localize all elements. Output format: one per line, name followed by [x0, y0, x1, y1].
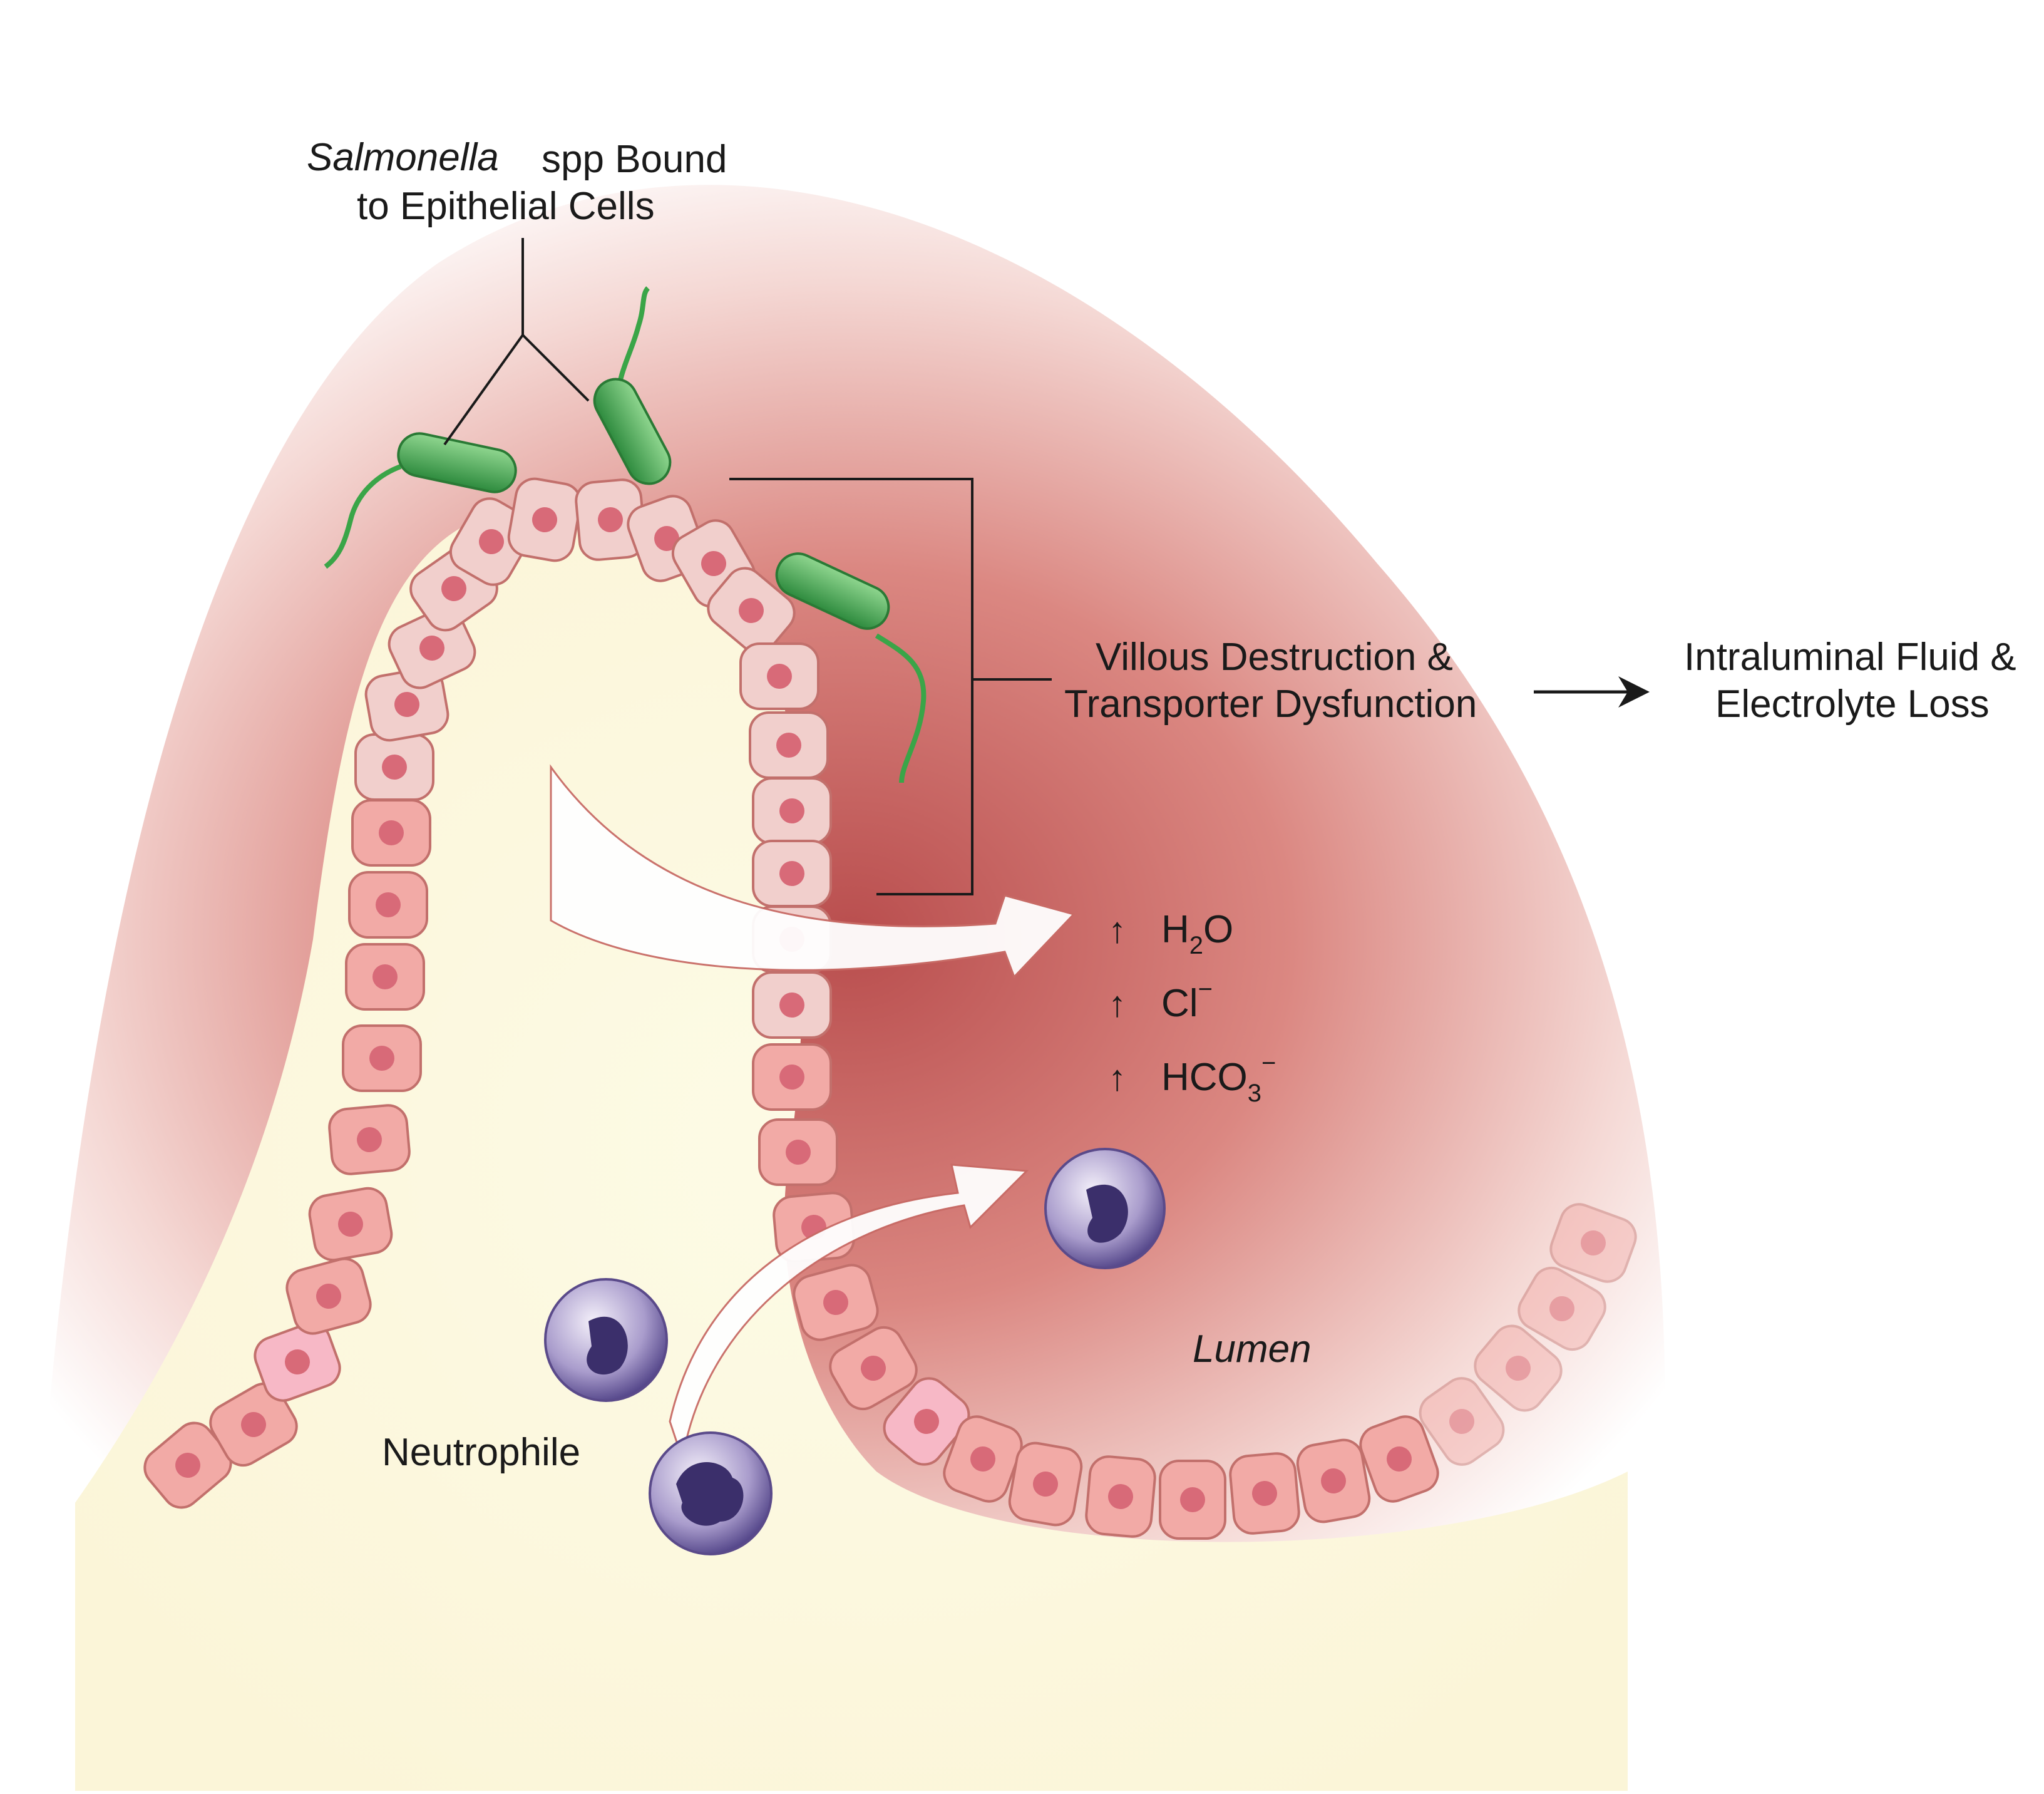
epithelial-cell [285, 1257, 372, 1335]
epithelial-cell [1419, 1377, 1505, 1466]
epithelial-cell [348, 871, 428, 939]
epithelial-cell [793, 1264, 879, 1341]
secretion-list: ↑ H2O ↑ Cl− ↑ HCO3− [1108, 908, 1276, 1107]
neutrophil-1 [544, 1278, 668, 1402]
ion-label: Cl− [1161, 976, 1213, 1025]
up-arrow-icon: ↑ [1108, 984, 1126, 1024]
bacterium-2 [593, 286, 672, 485]
secretion-item: ↑ Cl− [1108, 976, 1213, 1025]
neutrophil-migration-arrow [669, 1163, 1029, 1460]
bacterium-3 [775, 552, 927, 783]
epithelial-cell [749, 711, 829, 779]
epithelial-cell [328, 1104, 411, 1175]
neutrophil-lumen [1044, 1148, 1166, 1269]
epithelial-cell [1085, 1455, 1156, 1538]
salmonella-bacteria [324, 286, 927, 783]
epithelial-cell [209, 1382, 298, 1467]
epithelial-cell [1474, 1324, 1563, 1412]
epithelial-cell [1008, 1441, 1083, 1527]
bacterium-1 [324, 432, 517, 569]
epithelial-cell [1229, 1452, 1300, 1535]
epithelial-cell [752, 777, 832, 845]
epithelial-cell [1359, 1415, 1439, 1503]
epithelial-cell [342, 1024, 422, 1092]
up-arrow-icon: ↑ [1108, 1058, 1126, 1098]
ion-label: HCO3− [1161, 1049, 1276, 1107]
salmonella-label-italic: Salmonella [307, 136, 499, 179]
epithelial-cell [758, 1118, 838, 1186]
villous-label-line1: Villous Destruction & [1096, 636, 1453, 679]
secretion-flow-arrow [550, 764, 1076, 979]
epithelial-cell [752, 1043, 832, 1111]
epithelial-cell [1159, 1460, 1226, 1540]
secretion-item: ↑ HCO3− [1108, 1049, 1276, 1107]
epithelial-cell [943, 1415, 1023, 1503]
villous-label-line2: Transporter Dysfunction [1064, 683, 1477, 726]
epithelial-cell [354, 733, 434, 801]
fluid-loss-label-line2: Electrolyte Loss [1715, 683, 1990, 726]
lumen-label: Lumen [1193, 1327, 1312, 1371]
epithelial-cell [883, 1377, 970, 1466]
epithelial-cell [1549, 1203, 1637, 1283]
salmonella-label-line2: to Epithelial Cells [357, 185, 655, 228]
epithelial-cell [752, 971, 832, 1039]
villus-core [75, 502, 1628, 1791]
neutrophile-label: Neutrophile [382, 1431, 580, 1474]
epithelial-cell [254, 1322, 341, 1402]
epithelial-cell [351, 799, 431, 867]
up-arrow-icon: ↑ [1108, 910, 1126, 951]
epithelial-cell [507, 477, 582, 562]
epithelial-cell [829, 1326, 918, 1411]
epithelial-cell [739, 642, 819, 710]
ion-label: H2O [1161, 908, 1233, 959]
salmonella-label-rest: spp Bound [542, 138, 727, 181]
pointer-lines [443, 238, 1650, 895]
epithelial-cell-layer [143, 477, 1637, 1540]
neutrophil-2 [649, 1431, 773, 1555]
fluid-loss-label-line1: Intraluminal Fluid & [1684, 636, 2016, 679]
epithelial-cell [345, 943, 425, 1011]
epithelial-cell [1296, 1438, 1371, 1523]
epithelial-cell [752, 840, 832, 907]
epithelial-cell [707, 567, 796, 654]
epithelial-cell [308, 1187, 393, 1262]
secretion-item: ↑ H2O [1108, 908, 1233, 959]
epithelial-cell [1518, 1266, 1606, 1351]
